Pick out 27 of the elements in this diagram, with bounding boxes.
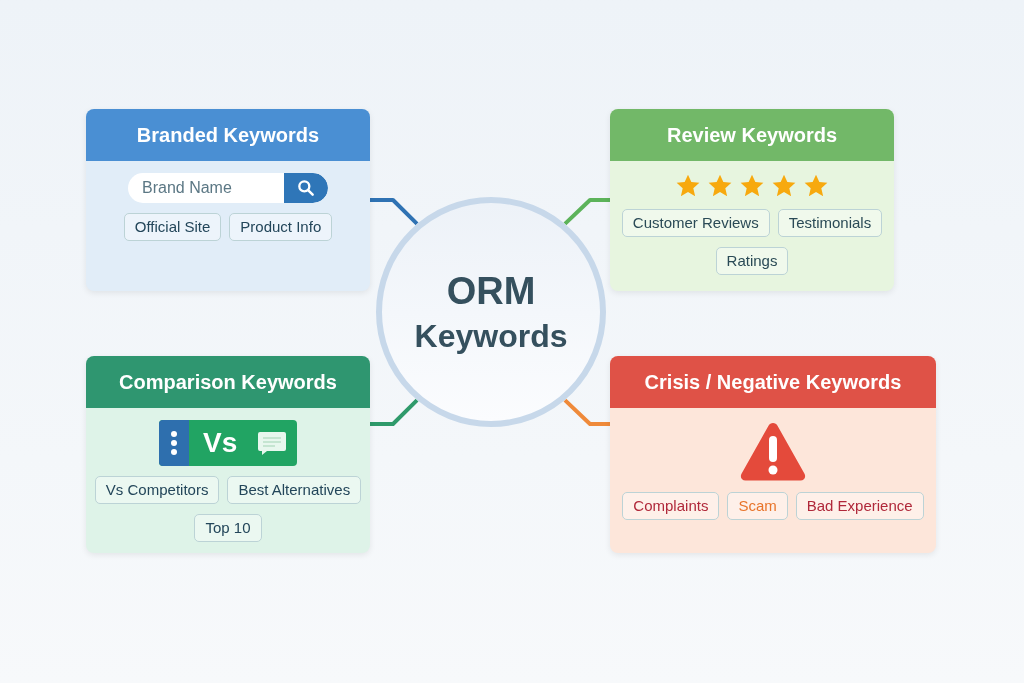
keyword-tag: Official Site (123, 213, 222, 241)
category-card (86, 109, 370, 291)
connector-line (563, 198, 610, 226)
search-field: Brand Name (128, 173, 328, 203)
keyword-tag: Testimonials (777, 209, 883, 237)
keyword-tag: Bad Experience (795, 492, 924, 520)
center-title: ORM (446, 269, 536, 315)
keyword-tag: Best Alternatives (227, 476, 362, 504)
category-card (610, 356, 936, 553)
keyword-tag: Top 10 (194, 514, 262, 542)
keyword-tag: Scam (727, 492, 788, 520)
category-card (86, 356, 370, 553)
connector-line (563, 398, 610, 426)
keyword-tag: Vs Competitors (94, 476, 220, 504)
connector-line (370, 198, 419, 226)
card-title: Crisis / Negative Keywords (644, 370, 902, 395)
connector-line (370, 398, 419, 426)
card-title: Branded Keywords (136, 123, 320, 148)
center-title: Keywords (414, 316, 568, 356)
keyword-tag: Ratings (715, 247, 789, 275)
category-card (610, 109, 894, 291)
keyword-tag: Complaints (622, 492, 720, 520)
keyword-tag: Product Info (229, 213, 333, 241)
card-title: Review Keywords (666, 123, 838, 148)
versus-text: Vs (203, 429, 238, 457)
card-title: Comparison Keywords (119, 370, 337, 395)
keyword-tag: Customer Reviews (621, 209, 770, 237)
